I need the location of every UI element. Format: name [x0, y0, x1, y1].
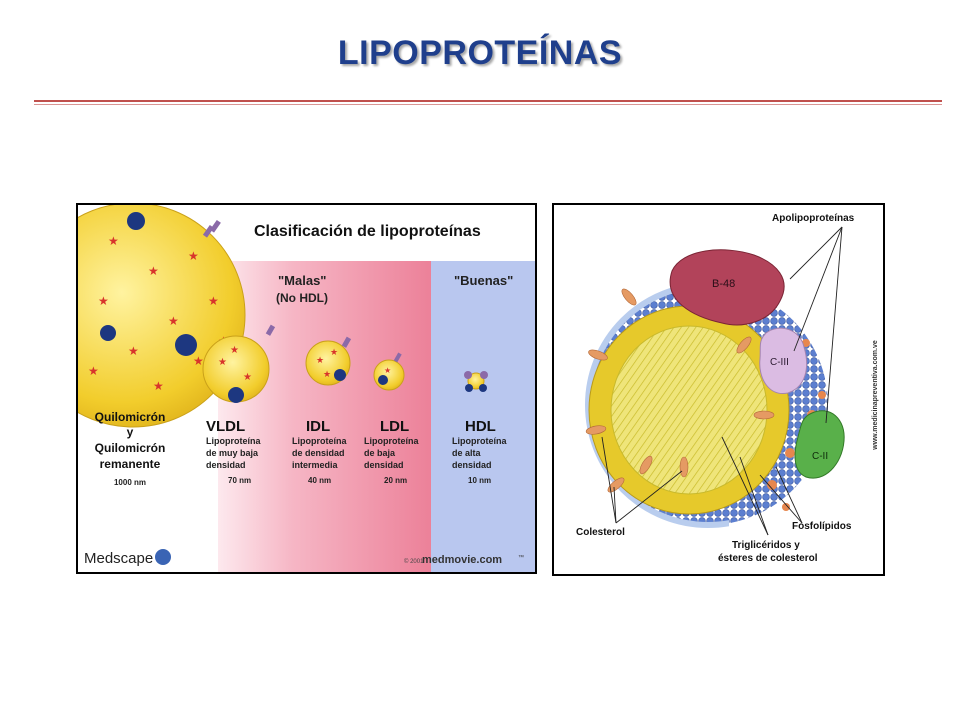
- svg-text:★: ★: [230, 345, 239, 356]
- idl-size: 40 nm: [308, 476, 331, 485]
- b48-label: B-48: [712, 278, 735, 290]
- white-top: [218, 205, 535, 261]
- idl-desc-3: intermedia: [292, 460, 339, 470]
- lipoprotein-classification-figure: ★ ★ ★ ★ ★ ★ ★ ★ ★ ★ ★ Clasificación de l…: [76, 203, 537, 574]
- chylomicron-label-4: remanente: [100, 457, 161, 471]
- heading: Clasificación de lipoproteínas: [254, 223, 481, 240]
- svg-text:★: ★: [98, 294, 109, 308]
- good-label: "Buenas": [454, 273, 513, 288]
- title-divider: [34, 100, 942, 102]
- trigliceridos-label-2: ésteres de colesterol: [718, 553, 818, 564]
- ldl-particle: ★: [373, 352, 405, 391]
- idl-particle: ★ ★ ★: [305, 336, 352, 386]
- svg-text:★: ★: [384, 366, 391, 375]
- apolipoprotein-c2: [794, 410, 845, 479]
- svg-text:★: ★: [193, 354, 204, 368]
- c2-label: C-II: [812, 451, 828, 462]
- chylomicron-label-1: Quilomicrón: [95, 410, 166, 424]
- trigliceridos-label-1: Triglicéridos y: [732, 540, 800, 551]
- svg-text:★: ★: [128, 344, 139, 358]
- ldl-desc-3: densidad: [364, 460, 404, 470]
- svg-text:★: ★: [330, 347, 338, 357]
- vldl-desc-2: de muy baja: [206, 448, 259, 458]
- chylomicron-label-2: y: [127, 425, 134, 439]
- colesterol-label: Colesterol: [576, 527, 625, 538]
- bad-sublabel: (No HDL): [276, 291, 328, 305]
- bad-zone: [218, 261, 431, 572]
- ldl-size: 20 nm: [384, 476, 407, 485]
- copyright: © 2001: [404, 558, 424, 565]
- svg-text:★: ★: [243, 372, 252, 383]
- chylomicron-size: 1000 nm: [114, 478, 146, 487]
- svg-text:★: ★: [153, 379, 164, 393]
- medmovie-trademark: ™: [518, 554, 524, 561]
- lipoprotein-structure-figure: B-48 C-III C-II Apolipoproteínas Coleste…: [552, 203, 885, 576]
- apolipoproteins-label: Apolipoproteínas: [772, 213, 855, 224]
- slide-title: LIPOPROTEÍNAS: [337, 34, 623, 72]
- good-zone: [431, 261, 535, 572]
- svg-text:★: ★: [148, 264, 159, 278]
- vldl-particle: ★★★: [202, 324, 276, 403]
- svg-text:★: ★: [218, 357, 227, 368]
- hdl-desc-3: densidad: [452, 460, 492, 470]
- svg-text:★: ★: [188, 249, 199, 263]
- medscape-logo-icon: [155, 549, 171, 565]
- apolipoprotein-glyph: [202, 219, 221, 238]
- classification-illustration: ★ ★ ★ ★ ★ ★ ★ ★ ★ ★ ★ Clasificación de l…: [78, 205, 535, 572]
- svg-text:★: ★: [323, 369, 331, 379]
- hdl-name: HDL: [465, 418, 496, 435]
- lipid-core: [610, 325, 768, 495]
- svg-text:★: ★: [88, 364, 99, 378]
- hdl-particle: [464, 371, 488, 392]
- idl-desc-2: de densidad: [292, 448, 345, 458]
- vldl-name: VLDL: [206, 418, 245, 435]
- bad-label: "Malas": [278, 273, 326, 288]
- idl-desc-1: Lipoproteína: [292, 436, 347, 446]
- vldl-desc-1: Lipoproteína: [206, 436, 261, 446]
- ldl-desc-1: Lipoproteína: [364, 436, 419, 446]
- ldl-desc-2: de baja: [364, 448, 396, 458]
- svg-text:★: ★: [168, 314, 179, 328]
- svg-text:★: ★: [208, 294, 219, 308]
- leader-lines: [601, 226, 843, 536]
- idl-name: IDL: [306, 418, 330, 435]
- title-divider-thin: [34, 104, 942, 105]
- medmovie-logo: medmovie.com: [422, 554, 502, 566]
- vldl-desc-3: densidad: [206, 460, 246, 470]
- hdl-desc-1: Lipoproteína: [452, 436, 507, 446]
- c3-label: C-III: [770, 357, 789, 368]
- source-watermark: www.medicinapreventiva.com.ve: [872, 340, 879, 451]
- apolipoprotein-b48: [669, 249, 785, 326]
- svg-text:★: ★: [108, 234, 119, 248]
- hdl-size: 10 nm: [468, 476, 491, 485]
- vldl-size: 70 nm: [228, 476, 251, 485]
- structure-illustration: B-48 C-III C-II Apolipoproteínas Coleste…: [554, 205, 883, 574]
- chylomicron-label-3: Quilomicrón: [95, 441, 166, 455]
- hdl-desc-2: de alta: [452, 448, 482, 458]
- svg-text:★: ★: [316, 355, 324, 365]
- cholesterol-molecules: [585, 288, 775, 493]
- apolipoprotein-c3: [759, 327, 808, 394]
- fosfolipidos-label: Fosfolípidos: [792, 521, 852, 532]
- medscape-logo: Medscape: [84, 550, 153, 567]
- ldl-name: LDL: [380, 418, 409, 435]
